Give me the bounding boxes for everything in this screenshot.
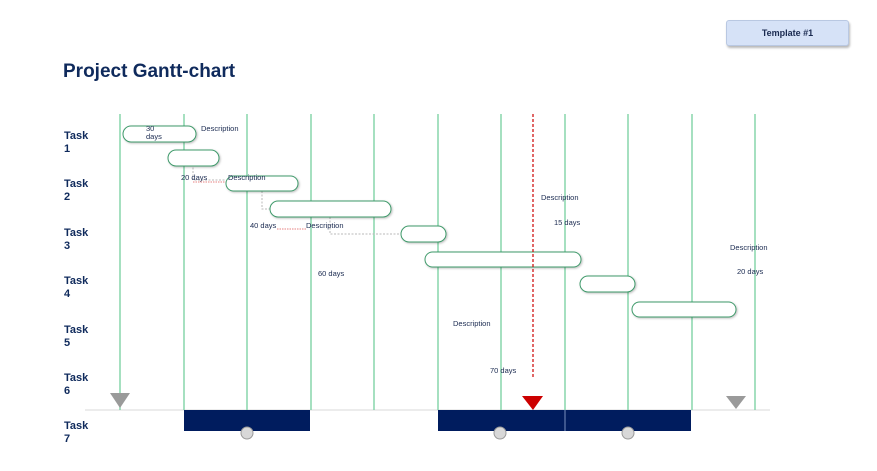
task-bar[interactable]	[400, 225, 447, 243]
connectors	[192, 150, 401, 235]
task-bar[interactable]	[225, 175, 299, 192]
end-marker-triangle	[726, 396, 746, 409]
gridlines	[119, 114, 756, 430]
start-marker-triangle	[110, 393, 130, 408]
duration-label-20-b: 20 days	[737, 267, 764, 276]
description-label-4: Description	[541, 193, 579, 202]
connector-line	[192, 150, 226, 181]
duration-label-40: 40 days	[250, 221, 277, 230]
milestone-handles	[240, 426, 635, 440]
task-bar[interactable]	[424, 251, 582, 268]
description-label-3: Description	[306, 221, 344, 230]
milestone-handle[interactable]	[240, 426, 254, 440]
duration-label-30: 30 days	[146, 124, 162, 141]
duration-label-70: 70 days	[490, 366, 517, 375]
template-button[interactable]: Template #1	[726, 20, 849, 46]
task-bar[interactable]	[579, 275, 636, 293]
milestone-handle[interactable]	[621, 426, 635, 440]
task-bars	[122, 125, 737, 318]
duration-label-20: 20 days	[181, 173, 208, 182]
underline-marks	[193, 181, 307, 230]
description-label-6: Description	[453, 319, 491, 328]
connector-line	[261, 191, 270, 210]
description-label-5: Description	[730, 243, 768, 252]
task-bar[interactable]	[631, 301, 737, 318]
page-title: Project Gantt-chart	[63, 61, 236, 82]
today-marker-triangle	[522, 396, 543, 410]
connector-line	[329, 217, 401, 235]
duration-label-60: 60 days	[318, 269, 345, 278]
milestone-bar[interactable]	[184, 410, 310, 431]
task-bar[interactable]	[269, 200, 392, 218]
description-label-1: Description	[201, 124, 239, 133]
task-bar[interactable]	[122, 125, 197, 143]
milestone-handle[interactable]	[493, 426, 507, 440]
description-label-2: Description	[228, 173, 266, 182]
task-bar[interactable]	[167, 149, 220, 167]
duration-label-15: 15 days	[554, 218, 581, 227]
